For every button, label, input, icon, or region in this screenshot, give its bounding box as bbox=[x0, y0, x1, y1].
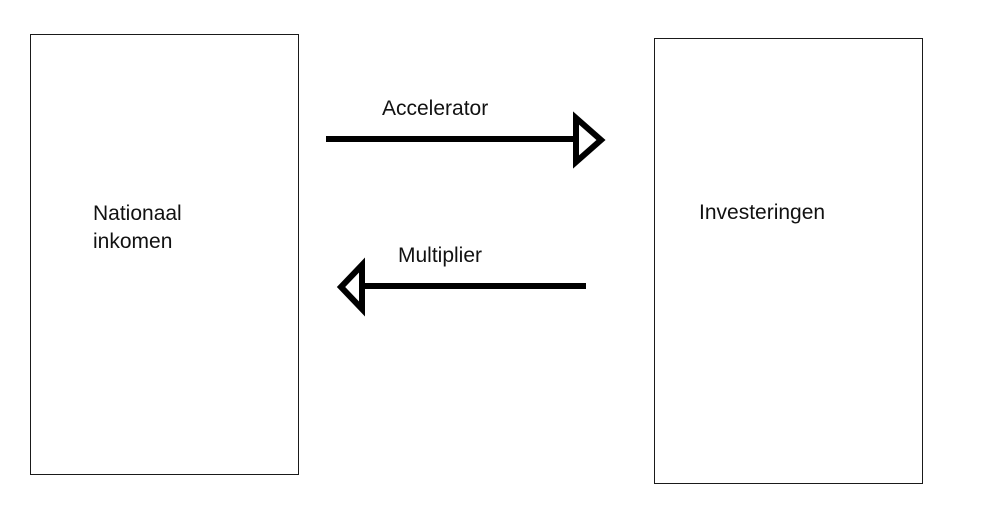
arrowhead-left-icon bbox=[336, 257, 365, 317]
node-nationaal-inkomen: Nationaal inkomen bbox=[30, 34, 299, 475]
node-label-investeringen: Investeringen bbox=[699, 201, 826, 224]
edge-accelerator-arrow bbox=[326, 111, 606, 169]
edge-label-multiplier: Multiplier bbox=[398, 244, 483, 267]
edge-label-accelerator: Accelerator bbox=[382, 97, 489, 120]
node-label-line-1: Nationaal bbox=[93, 202, 182, 225]
edge-multiplier-arrow bbox=[336, 257, 586, 317]
node-label-nationaal-inkomen: Nationaal inkomen bbox=[93, 200, 182, 256]
arrowhead-right-icon bbox=[573, 111, 606, 169]
node-label-line-2: inkomen bbox=[93, 230, 173, 253]
node-investeringen: Investeringen bbox=[654, 38, 923, 484]
